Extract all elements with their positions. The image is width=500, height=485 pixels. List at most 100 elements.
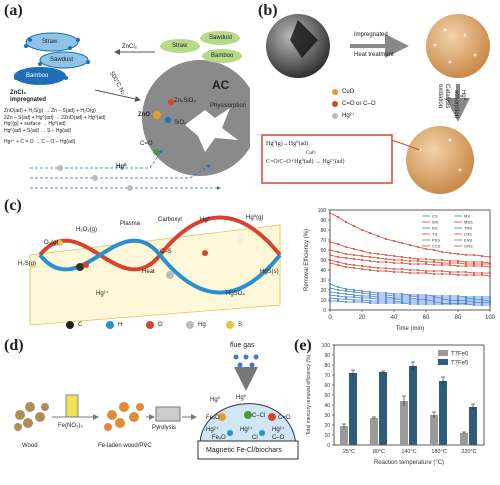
y-tick-label: 40: [320, 268, 326, 274]
sphere-dots: [418, 28, 477, 172]
heat-treatment-step: Heat treatment: [354, 52, 394, 58]
data-point: [337, 243, 339, 245]
cl-label: Cl: [252, 435, 258, 441]
x-axis-label: Reaction temperature (°C): [374, 460, 444, 466]
data-point: [409, 299, 411, 301]
bamboo-green: [202, 49, 242, 63]
data-point: [361, 250, 363, 252]
data-point: [481, 302, 483, 304]
data-point: [377, 235, 379, 237]
data-point: [441, 300, 443, 302]
data-point: [449, 295, 451, 297]
data-point: [489, 302, 491, 304]
y-tick-label: 90: [324, 353, 330, 359]
data-point: [457, 262, 459, 264]
hg0g-label: Hg⁰(g): [246, 215, 264, 221]
straw2-label: Straw: [172, 43, 188, 49]
data-point: [457, 271, 459, 273]
data-point: [417, 294, 419, 296]
data-point: [345, 296, 347, 298]
data-point: [481, 304, 483, 306]
y-tick-label: 90: [320, 218, 326, 224]
data-point: [385, 298, 387, 300]
data-point: [361, 229, 363, 231]
data-point: [361, 290, 363, 292]
heat-label: Heat: [142, 269, 155, 275]
biochar-box: [197, 440, 299, 460]
legend-label: CCS: [432, 244, 441, 249]
data-point: [425, 248, 427, 250]
legend-label: ENS: [464, 238, 473, 243]
reaction-text: Hg⁰(g)→Hg⁰(ad) CuO C=O/C–O+Hg⁰(ad) → Hg²…: [266, 140, 392, 167]
data-point: [441, 303, 443, 305]
data-point: [489, 296, 491, 298]
cuo-legend: CuO: [342, 89, 355, 95]
data-point: [465, 300, 467, 302]
flue-gas-dots: [233, 354, 259, 368]
arrow-500c: [94, 89, 141, 102]
data-point: [489, 275, 491, 277]
rx2-top: CuO: [306, 151, 316, 156]
co-d-label: C=O: [278, 415, 291, 421]
cuo-legend-dot: [332, 89, 338, 95]
zncl2-text: ZnCl₂: [10, 90, 26, 96]
data-point: [377, 257, 379, 259]
bar: [409, 366, 417, 445]
zno-particle: [153, 111, 161, 119]
data-point: [369, 266, 371, 268]
data-point: [473, 299, 475, 301]
data-point: [353, 294, 355, 296]
data-point: [393, 302, 395, 304]
data-point: [361, 295, 363, 297]
data-point: [489, 304, 491, 306]
data-point: [385, 270, 387, 272]
data-point: [337, 256, 339, 258]
data-point: [345, 221, 347, 223]
data-point: [345, 266, 347, 268]
data-point: [361, 268, 363, 270]
sawdust-green-top: [200, 31, 240, 45]
bar: [349, 373, 357, 445]
bar: [430, 415, 438, 445]
y-tick-label: 10: [320, 298, 326, 304]
data-point: [385, 258, 387, 260]
hg0-label: Hg⁰: [116, 164, 127, 170]
reaction-box: [261, 134, 393, 184]
data-point: [433, 298, 435, 300]
category-label: 25°C: [343, 449, 355, 455]
legend-label: RS: [432, 226, 438, 231]
data-point: [465, 274, 467, 276]
data-point: [329, 287, 331, 289]
fe-vial: [65, 394, 79, 418]
data-point: [465, 265, 467, 267]
data-point: [449, 300, 451, 302]
data-point: [409, 272, 411, 274]
bar: [400, 401, 408, 445]
panel-b-diagram: [261, 14, 490, 194]
wood-label: Wood: [22, 443, 38, 449]
data-point: [465, 263, 467, 265]
data-point: [401, 297, 403, 299]
legend-s: S: [238, 322, 243, 328]
data-point: [369, 295, 371, 297]
data-point: [345, 298, 347, 300]
data-point: [385, 267, 387, 269]
hg-legend: Hg²⁺: [342, 113, 355, 119]
panel-d: (d) flue gas Wood Fe(NO₃)₃ Fe-laden wood…: [0, 335, 300, 480]
panel-c-diagram: [29, 215, 282, 329]
flue-label: flue gas: [230, 342, 255, 349]
data-point: [441, 298, 443, 300]
bar: [460, 433, 468, 445]
data-point: [377, 294, 379, 296]
data-point: [417, 269, 419, 271]
data-point: [473, 261, 475, 263]
co-label: C=O: [140, 141, 153, 147]
data-point: [409, 295, 411, 297]
hg0b-label: Hg⁰: [236, 395, 247, 401]
data-point: [345, 257, 347, 259]
data-point: [457, 253, 459, 255]
rx2: C=O/C–O+Hg⁰(ad) → Hg²⁺(ad): [266, 159, 345, 165]
legend-o: O: [158, 322, 163, 328]
panel-a-label: (a): [4, 2, 23, 19]
data-point: [345, 290, 347, 292]
